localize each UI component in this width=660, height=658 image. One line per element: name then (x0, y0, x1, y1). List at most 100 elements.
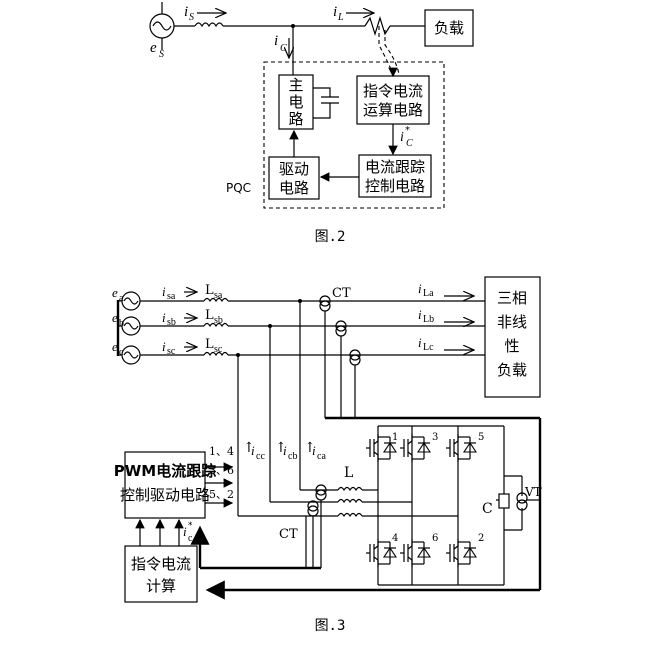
ila-label: i (418, 281, 422, 296)
inductor-la (337, 486, 363, 492)
command-calc-line-2: 运算电路 (363, 101, 423, 119)
il-label: i (333, 4, 337, 20)
icb-label: i (283, 443, 287, 458)
is-label: i (184, 4, 188, 20)
load3-line-2: 非线 (497, 313, 527, 331)
load-current-sensor (364, 15, 391, 37)
ica-sub: ca (317, 451, 326, 462)
ica-arrow: ↑ (304, 440, 316, 456)
pwm-line-2: 控制驱动电路 (120, 486, 210, 504)
ic-star-label: i (400, 130, 404, 145)
pqc-label: PQC (226, 181, 251, 195)
figure-3: e a e b e c i sa i sb i sc L sa L sb L s… (112, 276, 542, 634)
il-sub: L (337, 12, 344, 23)
ct-lower-a (315, 484, 327, 501)
ilb-label: i (418, 307, 422, 322)
vt-label: VT (524, 485, 542, 499)
lsb-label: L (205, 308, 214, 323)
drive-line-2: 电路 (279, 179, 309, 197)
drive-circuit-box (268, 156, 320, 200)
igbt-num-3: 3 (432, 432, 438, 443)
isc-sub: sc (167, 346, 176, 357)
load-box (424, 9, 474, 47)
ct-phase-b (335, 320, 347, 337)
main-circuit-line-1: 主 (288, 76, 303, 94)
pwm-control-box (124, 451, 206, 519)
ct-phase-a (319, 295, 331, 312)
ac-source-ec (121, 345, 141, 365)
ea-sub: a (119, 293, 124, 304)
c-label: C (482, 501, 493, 517)
ct-lower-b (307, 500, 319, 517)
tracking-line-1: 电流跟踪 (365, 158, 425, 176)
ic-star-sup: * (405, 125, 410, 136)
lsc-label: L (205, 337, 214, 352)
figure-3-caption: 图.3 (315, 618, 346, 634)
main-circuit-line-2: 电 (288, 93, 303, 111)
l-label: L (344, 465, 353, 481)
icb-arrow: ↑ (275, 440, 287, 456)
load3-line-4: 负载 (497, 361, 527, 379)
tracking-line-2: 控制电路 (365, 177, 425, 195)
isb-label: i (162, 310, 166, 325)
eb-label: e (112, 310, 118, 325)
pin-label-2: 3、6 (209, 464, 234, 477)
icc-label: i (251, 443, 255, 458)
igbt-num-1: 1 (392, 432, 398, 443)
isb-sub: sb (167, 317, 176, 328)
current-tracking-control-box (358, 154, 432, 198)
pin-label-1: 1、4 (209, 445, 234, 458)
load3-line-1: 三相 (497, 289, 527, 307)
ica-label: i (312, 443, 316, 458)
ac-source-eb (121, 316, 141, 336)
igbt-3 (399, 433, 431, 463)
cmd-line-2: 计算 (146, 577, 176, 595)
inductor-lsb (203, 322, 229, 328)
inductor-lc (337, 512, 363, 518)
pqc-boundary (263, 61, 445, 209)
ic-label: i (274, 33, 278, 49)
figure-2-caption: 图.2 (315, 229, 346, 245)
inductor-lb (337, 498, 363, 504)
main-circuit-box (278, 74, 314, 130)
load-label: 负载 (434, 19, 464, 37)
command-current-calc-box (356, 75, 430, 125)
command-calc-line-1: 指令电流 (363, 82, 423, 100)
igbt-num-2: 2 (478, 533, 484, 544)
pwm-line-1: PWM电流跟踪 (114, 462, 216, 480)
ct-top-label: CT (332, 286, 351, 301)
ilb-sub: Lb (423, 314, 434, 325)
ct-phase-c (349, 349, 361, 366)
ac-source-ea (121, 291, 141, 311)
igbt-2 (445, 538, 477, 568)
cmd-line-1: 指令电流 (131, 555, 191, 573)
es-sub: S (159, 49, 164, 60)
es-label: e (150, 40, 157, 56)
isa-sub: sa (167, 291, 176, 302)
icc-sub: cc (256, 451, 265, 462)
ic-star-3-sub: c (188, 533, 193, 544)
ic-star-sub: C (406, 138, 413, 149)
is-sub: S (189, 12, 194, 23)
figure-2: e S i S i L 负载 i C PQC 主 电 路 (149, 2, 474, 245)
igbt-5 (445, 433, 477, 463)
lsa-sub: sa (214, 290, 223, 301)
lsa-label: L (205, 283, 214, 298)
ic-star-3-label: i (183, 524, 187, 539)
ic-sub: C (280, 43, 287, 54)
igbt-num-4: 4 (392, 533, 398, 544)
ilc-label: i (418, 335, 422, 350)
isa-label: i (162, 284, 166, 299)
command-current-calc-box (124, 545, 198, 603)
lsc-sub: sc (214, 344, 223, 355)
load3-line-3: 性 (504, 337, 519, 355)
eb-sub: b (119, 318, 124, 329)
icb-sub: cb (288, 451, 297, 462)
icc-arrow: ↑ (243, 440, 255, 456)
nonlinear-load-box (484, 276, 541, 398)
ila-sub: La (423, 288, 434, 299)
ic-star-3-sup: * (188, 521, 193, 531)
isc-label: i (162, 339, 166, 354)
inductor-lsa (203, 297, 229, 303)
